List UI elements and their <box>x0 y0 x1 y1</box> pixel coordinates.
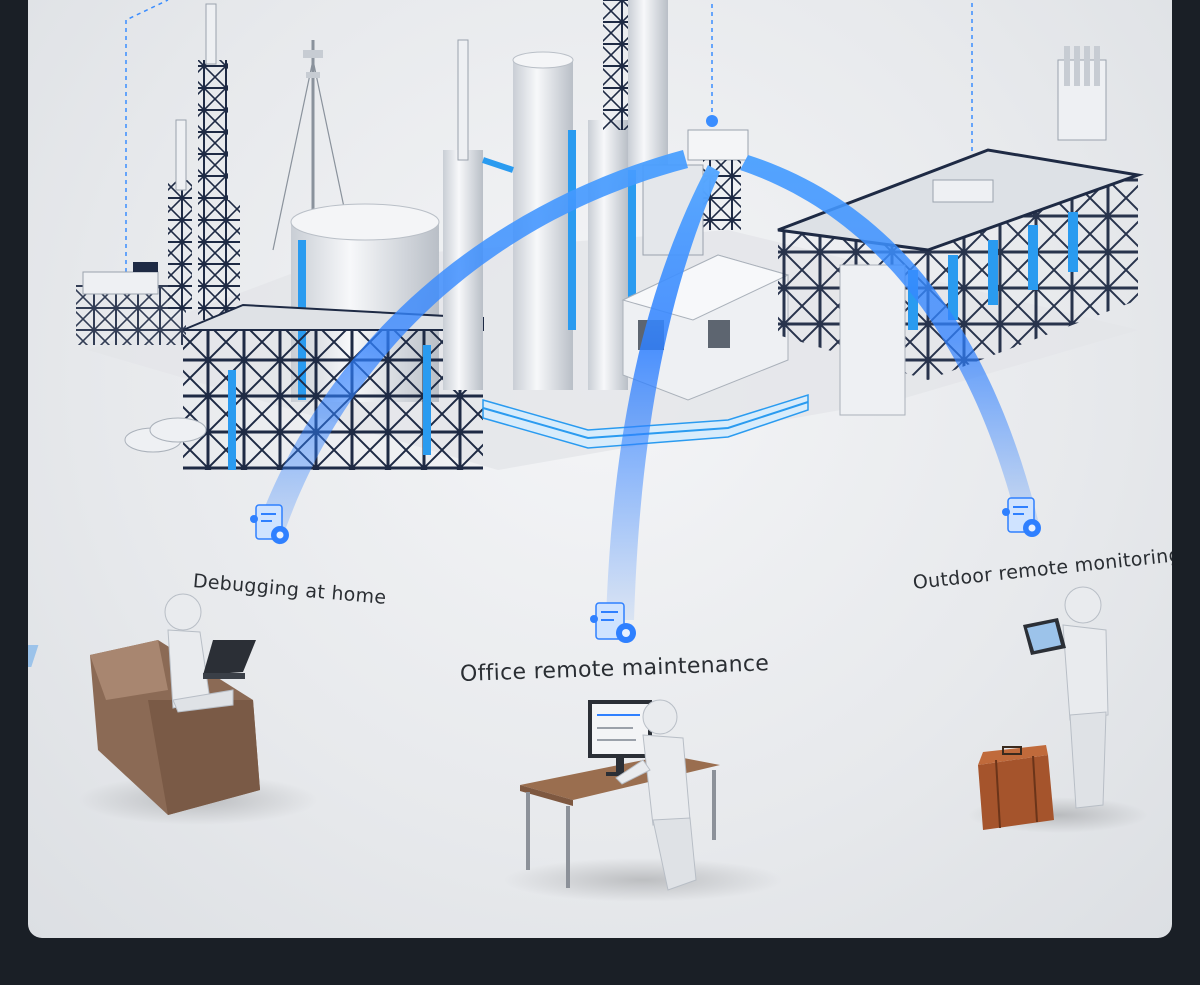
gear-document-icon-outdoor <box>1002 497 1041 537</box>
gear-document-icon-home <box>250 504 289 544</box>
left-towers <box>168 3 354 320</box>
leader-lines <box>125 0 973 280</box>
home-scene <box>28 593 318 825</box>
illustration-canvas: Debugging at home Office remote maintena… <box>28 0 1172 938</box>
leader-dot-center <box>706 115 718 127</box>
left-platform <box>76 262 186 345</box>
gear-document-icon-office <box>590 602 636 643</box>
signal-beams <box>256 150 1038 620</box>
scene-svg <box>28 0 1148 902</box>
outdoor-scene <box>968 586 1148 833</box>
office-scene <box>503 699 783 902</box>
